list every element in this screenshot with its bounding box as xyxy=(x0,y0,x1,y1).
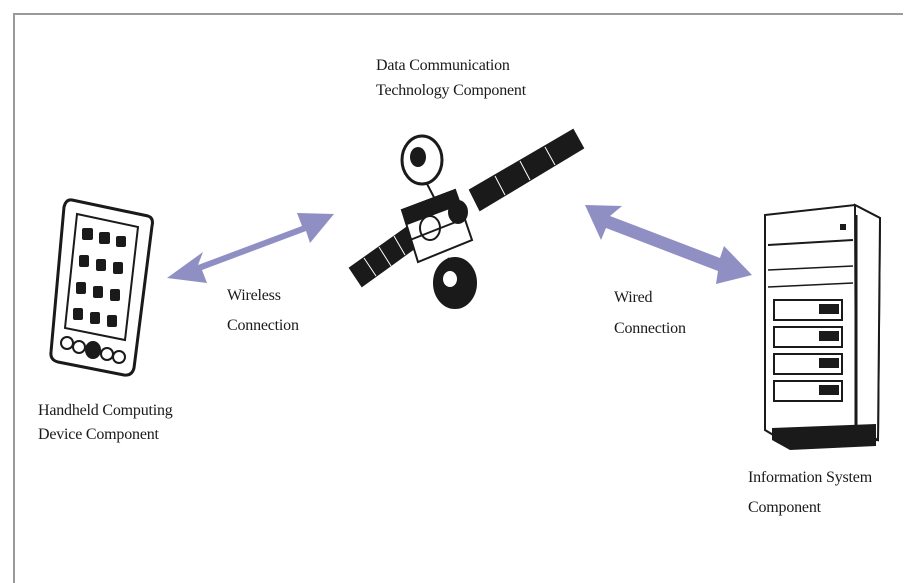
handheld-label-line1: Handheld Computing xyxy=(38,402,173,419)
handheld-device-icon xyxy=(49,198,154,377)
server-label-line1: Information System xyxy=(748,469,872,486)
wireless-label-line2: Connection xyxy=(227,317,299,334)
wireless-arrow xyxy=(167,213,334,283)
satellite-label-line1: Data Communication xyxy=(376,57,510,74)
satellite-label-line2: Technology Component xyxy=(376,82,526,99)
wireless-label-line1: Wireless xyxy=(227,287,281,304)
satellite-icon xyxy=(348,128,585,309)
server-label-line2: Component xyxy=(748,499,821,516)
server-tower-icon xyxy=(764,203,882,450)
wired-arrow xyxy=(585,205,752,284)
wired-label-line2: Connection xyxy=(614,320,686,337)
frame-border xyxy=(13,13,903,583)
wired-label-line1: Wired xyxy=(614,289,653,306)
handheld-label-line2: Device Component xyxy=(38,426,159,443)
